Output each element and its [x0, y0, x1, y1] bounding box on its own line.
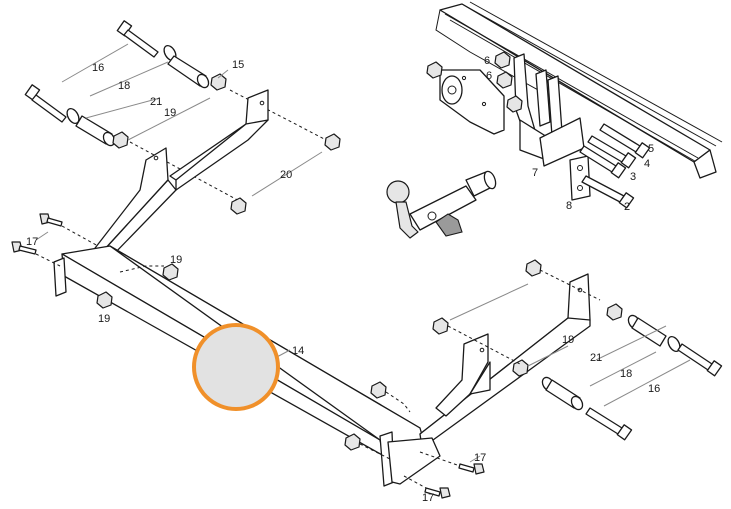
- callout-6a: 6: [484, 55, 490, 67]
- bolt-17-left-a: [39, 213, 63, 227]
- bolt-2: [581, 175, 635, 209]
- spacer-lower-upper: [75, 115, 116, 147]
- nut-right-bar-low: [344, 433, 361, 451]
- callout-16-upper: 16: [92, 62, 104, 74]
- nut-6a: [494, 51, 511, 69]
- bolt-16-lower-right: [677, 343, 723, 377]
- callout-18-upper: 18: [118, 80, 130, 92]
- washer-21-upper: [66, 107, 80, 125]
- nut-19-bar-top: [162, 263, 179, 281]
- bolt-17-right-b: [424, 487, 451, 499]
- callout-20: 20: [280, 169, 292, 181]
- callout-4: 4: [644, 158, 650, 170]
- callout-7: 7: [532, 167, 538, 179]
- nut-bracket: [506, 95, 523, 113]
- bolt-4: [587, 135, 637, 169]
- nut-right-side: [606, 303, 623, 321]
- bolt-3: [579, 145, 627, 179]
- nut-15: [210, 73, 227, 91]
- callout-15: 15: [232, 59, 244, 71]
- nut-socket: [426, 61, 443, 79]
- callout-3: 3: [630, 171, 636, 183]
- spacer-lower-right: [541, 376, 584, 411]
- bolt-16-lower: [24, 84, 67, 123]
- nut-right-bar-top: [370, 381, 387, 399]
- callout-2: 2: [624, 201, 630, 213]
- tow-ball-unit: [386, 170, 497, 239]
- nut-6b: [496, 71, 513, 89]
- callout-21-lower: 21: [590, 352, 602, 364]
- nut-right-low: [512, 359, 529, 377]
- callout-21-upper: 21: [150, 96, 162, 108]
- highlight-circle: [192, 323, 280, 411]
- callout-5: 5: [648, 143, 654, 155]
- nut-20-a: [324, 133, 341, 151]
- spacer-18-lower: [627, 314, 667, 347]
- left-mounting-bracket: [91, 89, 269, 257]
- callout-19-right: 19: [562, 334, 574, 346]
- callout-17-right-b: 17: [422, 492, 434, 504]
- bolt-5: [599, 123, 651, 159]
- washer-21-lower: [667, 335, 681, 353]
- callout-19-bar-left: 19: [98, 313, 110, 325]
- lower-right-fastener-stack: [541, 314, 723, 441]
- nut-20-b: [230, 197, 247, 215]
- callout-19-bar-top: 19: [170, 254, 182, 266]
- nut-19-bar-left: [96, 291, 113, 309]
- callout-16-lower: 16: [648, 383, 660, 395]
- callout-labels: 16 18 15 21 19 20 17 19 19 14 19 21 18 1…: [26, 55, 660, 504]
- callout-14: 14: [292, 345, 304, 357]
- callout-6b: 6: [486, 70, 492, 82]
- callout-8: 8: [566, 200, 572, 212]
- bolt-17-left-b: [11, 241, 37, 255]
- callout-17-left: 17: [26, 236, 38, 248]
- ball-mount-bracket-6-7: [513, 53, 585, 167]
- callout-19-upper: 19: [164, 107, 176, 119]
- nut-right-mid: [432, 317, 449, 335]
- bolt-lower-right-b: [585, 407, 633, 441]
- plate-8: [569, 155, 591, 201]
- nut-19-upper: [112, 131, 129, 149]
- callout-18-lower: 18: [620, 368, 632, 380]
- upper-left-fastener-stack: [24, 20, 331, 205]
- socket-plate: [439, 69, 505, 135]
- bolt-17-right-a: [458, 463, 485, 475]
- vehicle-chassis-rail: [435, 1, 723, 179]
- callout-17-right-a: 17: [474, 452, 486, 464]
- bolt-16-upper: [116, 20, 159, 58]
- right-mounting-bracket: [387, 273, 591, 485]
- nut-right-top: [525, 259, 542, 277]
- spacer-18-upper: [163, 44, 210, 89]
